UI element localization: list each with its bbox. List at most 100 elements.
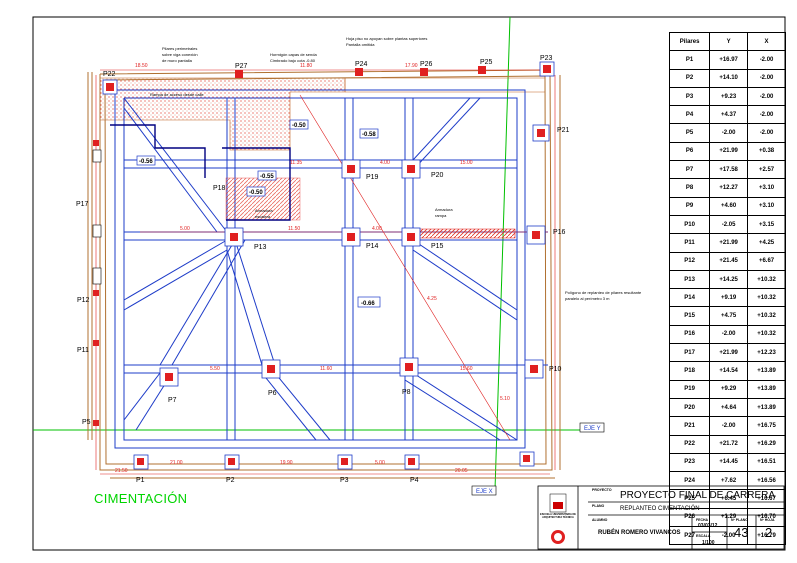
table-row: P12+21.45+6.67 (668, 251, 786, 271)
svg-text:15.60: 15.60 (460, 366, 473, 372)
table-row: P2+14.10-2.00 (668, 68, 786, 88)
level-tag-2: -0.58 (362, 132, 376, 138)
pillar-label-p8: P8 (402, 389, 411, 396)
pillar-label-p4: P4 (410, 477, 419, 484)
table-row: P4+4.37-2.00 (668, 105, 786, 125)
axis-x-tag-box (471, 485, 497, 496)
svg-text:20.05: 20.05 (455, 468, 468, 474)
y-coordinate-cell: +14.25 (709, 269, 749, 290)
pillar-label-p23: P23 (540, 55, 553, 62)
y-coordinate-cell: +14.54 (709, 361, 749, 381)
plan-title: CIMENTACIÓN (94, 491, 188, 506)
pillar-cell: P9 (668, 196, 711, 216)
pillar-label-p17: P17 (76, 201, 89, 208)
scale-value: 1/100 (702, 540, 715, 546)
y-coordinate-cell: +9.29 (709, 379, 749, 399)
x-coordinate-cell: +6.67 (747, 251, 786, 271)
svg-text:rampa: rampa (435, 213, 447, 218)
x-coordinate-cell: +13.89 (747, 397, 786, 418)
axis-y-tag: EJE Y (584, 426, 601, 432)
y-coordinate-cell: +9.19 (709, 288, 749, 308)
y-coordinate-cell: +9.23 (709, 86, 749, 107)
svg-text:11.50: 11.50 (288, 226, 300, 232)
perimeter-walls (87, 69, 561, 479)
svg-text:4.00: 4.00 (380, 160, 390, 166)
x-coordinate-cell: -2.00 (747, 123, 786, 143)
level-tag-4: -0.55 (260, 174, 274, 180)
project-label: PROYECTO (592, 488, 612, 492)
y-coordinate-cell: +21.72 (709, 434, 749, 454)
column-header-pillar: Pilares (668, 31, 711, 52)
y-coordinate-cell: +7.62 (709, 471, 749, 491)
table-row: P15+4.75+10.32 (668, 306, 786, 326)
pillar-label-p12: P12 (77, 297, 90, 304)
table-row: P14+9.19+10.32 (668, 288, 786, 308)
table-row: P16-2.00+10.32 (668, 324, 786, 345)
pillar-label-p24: P24 (355, 61, 368, 68)
y-coordinate-cell: -2.00 (709, 526, 749, 546)
table-row: P24+7.62+16.56 (668, 471, 786, 491)
table-row: P20+4.64+13.89 (668, 397, 786, 418)
dimension-lines (95, 69, 556, 475)
date-label: FECHA (696, 518, 709, 522)
pillar-cell: P22 (668, 434, 711, 454)
pillar-marks (93, 65, 551, 465)
level-tag-1: -0.50 (292, 123, 306, 129)
svg-text:paralelo al perímetro 3 m: paralelo al perímetro 3 m (565, 296, 610, 301)
foundation-beams (114, 89, 548, 449)
pillar-cell: P27 (668, 526, 711, 546)
y-coordinate-cell: -2.00 (709, 416, 749, 436)
table-row: P5-2.00-2.00 (668, 123, 786, 143)
x-coordinate-cell: -2.00 (747, 86, 786, 107)
pillar-footings (102, 61, 555, 470)
table-row: P1+16.97-2.00 (668, 50, 786, 70)
x-coordinate-cell: +12.23 (747, 343, 786, 363)
table-row: P6+21.99+0.38 (668, 141, 786, 162)
sheet-number-label: Nº HOJA (760, 518, 775, 522)
y-coordinate-cell: -2.00 (709, 324, 749, 345)
pillar-cell: P13 (668, 269, 711, 290)
table-row: P7+17.58+2.57 (668, 160, 786, 180)
svg-text:Cimbrado bajo cota -0.80: Cimbrado bajo cota -0.80 (270, 58, 316, 63)
svg-text:Armadura: Armadura (255, 208, 273, 213)
x-coordinate-cell: -2.00 (747, 50, 786, 70)
pillar-cell: P21 (668, 416, 711, 436)
table-row: P19+9.29+13.89 (668, 379, 786, 399)
pillar-cell: P3 (668, 86, 711, 107)
pillar-label-p27: P27 (235, 63, 248, 70)
pillar-label-p14: P14 (366, 243, 379, 250)
school-name: ESCUELA UNIVERSITARIA DE ARQUITECTURA TÉ… (540, 513, 576, 519)
pillar-cell: P16 (668, 324, 711, 345)
pillar-label-p6: P6 (268, 390, 277, 397)
svg-text:21.50: 21.50 (115, 468, 128, 474)
x-coordinate-cell: -2.00 (747, 105, 786, 125)
y-coordinate-cell: +17.58 (709, 160, 749, 180)
date-value: 03/03/12 (698, 523, 718, 529)
pillar-label-p21: P21 (557, 127, 570, 134)
pillar-label-p16: P16 (553, 229, 566, 236)
pillar-cell: P2 (668, 68, 711, 88)
x-coordinate-cell: +2.57 (747, 160, 786, 180)
x-coordinate-cell: -2.00 (747, 68, 786, 88)
x-coordinate-cell: +10.32 (747, 306, 786, 326)
pillar-cell: P1 (668, 50, 711, 70)
svg-text:Rampa de acceso desde calle: Rampa de acceso desde calle (150, 92, 204, 97)
pillar-cell: P5 (668, 123, 711, 143)
pillar-label-p13: P13 (254, 244, 267, 251)
plan-label: PLANO (592, 504, 605, 508)
x-coordinate-cell: +10.32 (747, 324, 786, 345)
level-tag-5: -0.50 (249, 190, 263, 196)
pillar-label-p22: P22 (103, 71, 116, 78)
table-row: P27-2.00+16.79 (668, 526, 786, 546)
pillar-cell: P12 (668, 251, 711, 271)
y-coordinate-cell: +4.64 (709, 397, 749, 418)
pillar-label-p5: P5 (82, 419, 91, 426)
svg-text:sobre viga conexión: sobre viga conexión (162, 52, 198, 57)
table-row: P13+14.25+10.32 (668, 269, 786, 290)
y-coordinate-cell: +12.27 (709, 178, 749, 198)
y-coordinate-cell: +16.97 (709, 50, 749, 70)
plan-name: REPLANTEO CIMENTACIÓN (620, 506, 700, 512)
svg-text:5.00: 5.00 (180, 226, 190, 232)
y-coordinate-cell: +4.75 (709, 306, 749, 326)
